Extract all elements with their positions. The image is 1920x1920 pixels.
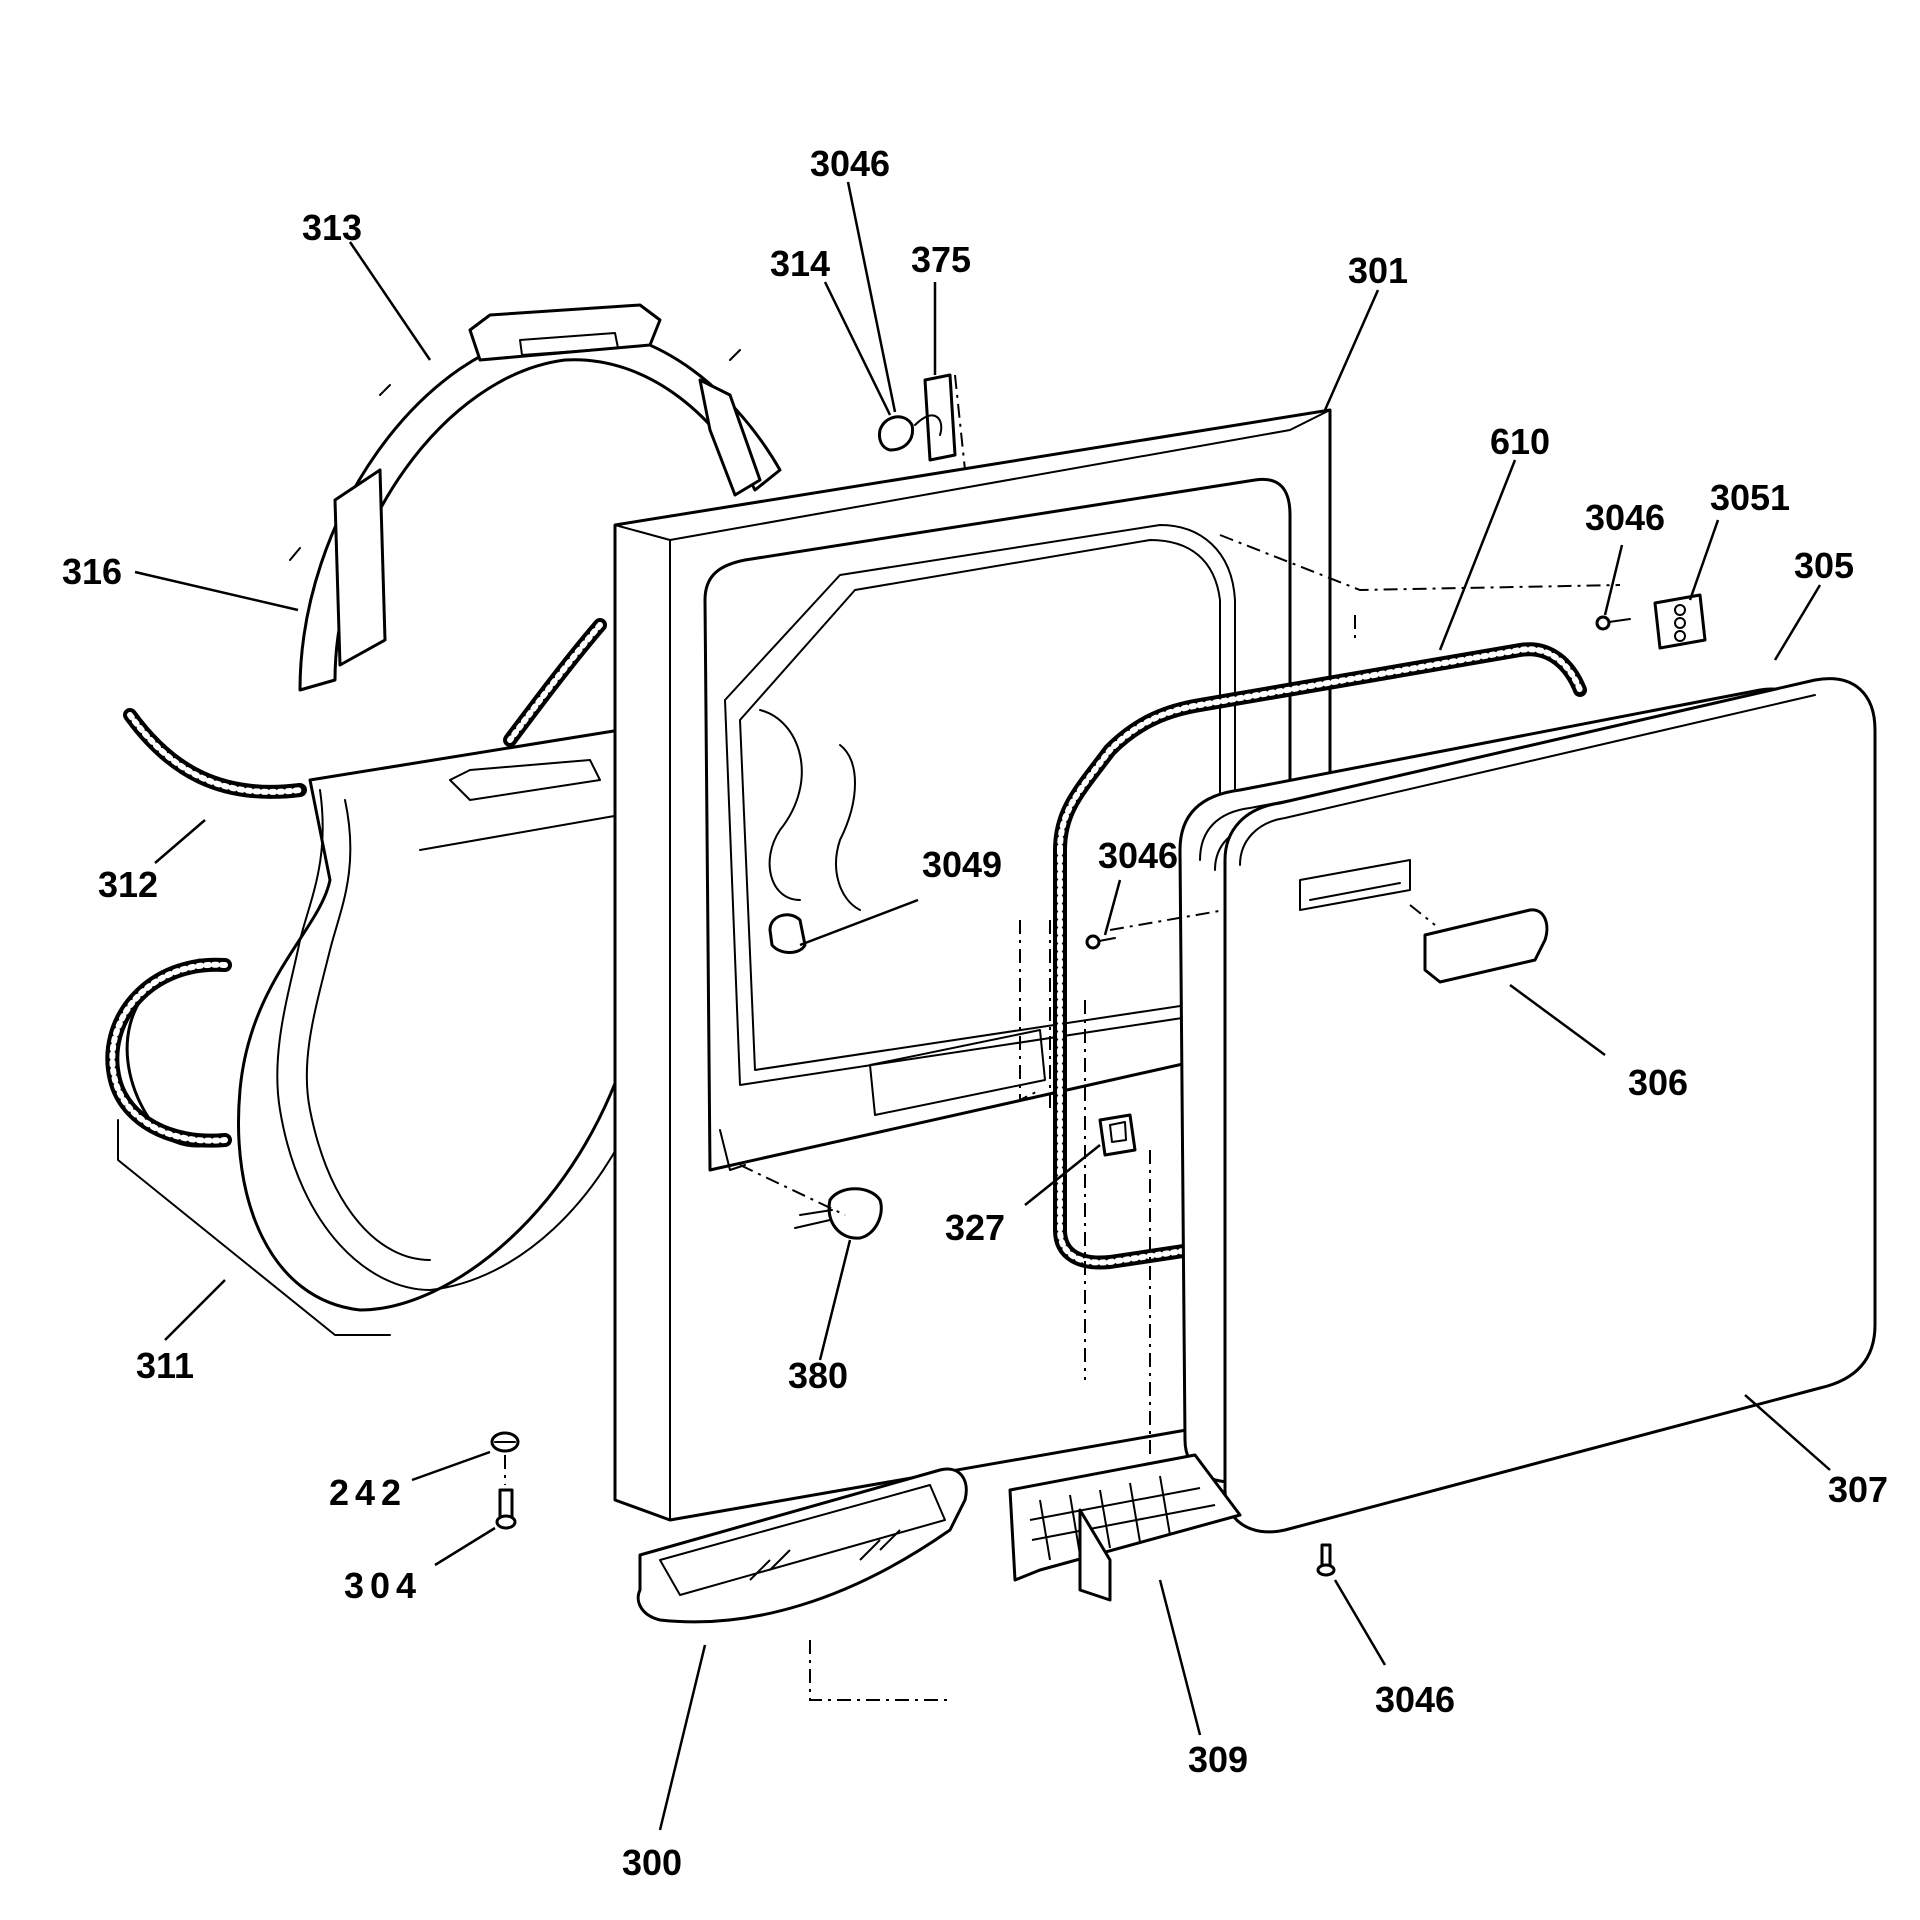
part-304-screw (495, 1488, 517, 1530)
part-311-front-duct (105, 728, 641, 1312)
callout-311: 311 (136, 1345, 194, 1386)
part-305-outer-door (1223, 677, 1877, 1534)
bracket-311 (117, 1119, 391, 1336)
screw-3046-mid (1085, 934, 1116, 950)
part-313-drum-bearing-ring (289, 303, 782, 692)
part-327-door-switch (1098, 1113, 1137, 1157)
callout-305: 305 (1794, 545, 1854, 586)
part-242-clip (490, 1431, 520, 1453)
callout-327: 327 (945, 1207, 1005, 1248)
callout-3046-mid: 3046 (1098, 835, 1178, 876)
callout-3049: 3049 (922, 844, 1002, 885)
callout-301: 301 (1348, 250, 1408, 291)
callout-316: 316 (62, 551, 122, 592)
callout-313: 313 (302, 207, 362, 248)
part-380-lamp-socket (794, 1187, 883, 1240)
screw-3046-bottom (1316, 1543, 1336, 1577)
callout-3046-bottom: 3046 (1375, 1679, 1455, 1720)
part-306-door-handle (1423, 908, 1549, 984)
callout-307: 307 (1828, 1469, 1888, 1510)
part-3051-hinge-plate (1653, 593, 1707, 650)
part-3049-strike (768, 913, 807, 954)
callout-312: 312 (98, 864, 158, 905)
callout-3046-right: 3046 (1585, 497, 1665, 538)
callout-309: 309 (1188, 1739, 1248, 1780)
callout-304: 304 (344, 1565, 422, 1606)
callout-375: 375 (911, 239, 971, 280)
callout-306: 306 (1628, 1062, 1688, 1103)
callout-3051: 3051 (1710, 477, 1790, 518)
callout-314: 314 (770, 243, 830, 284)
alignment-lines (504, 374, 1621, 1701)
part-301-front-panel (613, 408, 1332, 1522)
callout-labels: 3046 313 314 375 301 610 3046 3051 305 3… (62, 143, 1888, 1883)
part-314-375-hinge-bracket (878, 373, 957, 462)
screw-3046-right (1595, 615, 1631, 631)
part-309-toe-grille (1008, 1453, 1242, 1602)
part-300-base-trim (636, 1467, 968, 1624)
leader-lines (134, 181, 1831, 1831)
callout-610: 610 (1490, 421, 1550, 462)
callout-380: 380 (788, 1355, 848, 1396)
callout-300: 300 (622, 1842, 682, 1883)
callout-3046-top: 3046 (810, 143, 890, 184)
part-312-felt-seal (123, 618, 607, 799)
callout-242: 242 (329, 1472, 407, 1513)
part-610-door-gasket (1053, 642, 1587, 1270)
